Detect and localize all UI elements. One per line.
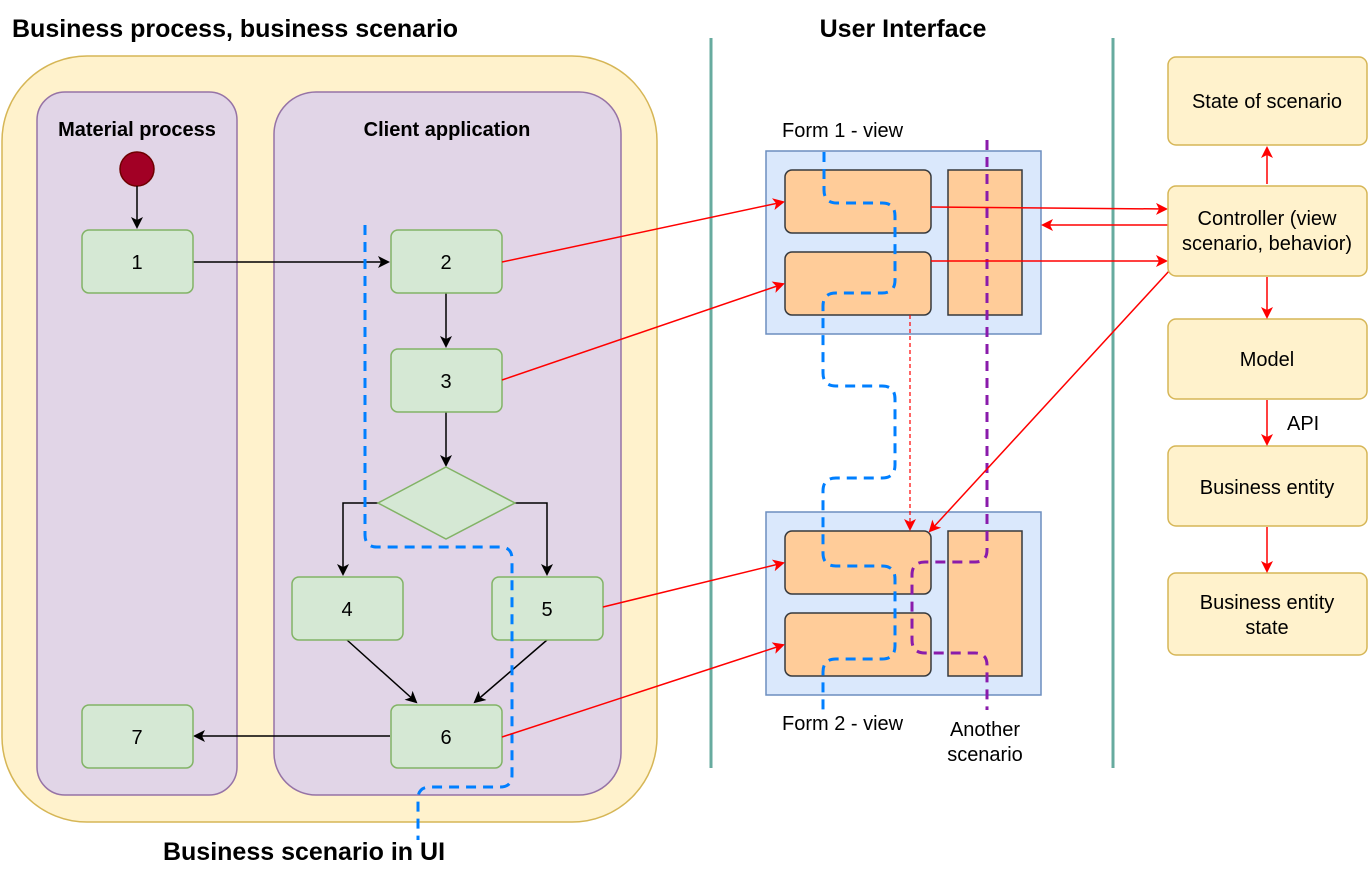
model-label: Model xyxy=(1240,349,1294,371)
process-node-1: 1 xyxy=(81,229,194,294)
ui-mapping-arrows xyxy=(501,198,916,738)
form-2-widget-1 xyxy=(784,530,932,595)
state-of-scenario-label: State of scenario xyxy=(1192,91,1342,113)
business-entity-label: Business entity xyxy=(1200,477,1335,499)
header-user-interface: User Interface xyxy=(820,15,987,43)
process-node-5: 5 xyxy=(491,576,604,641)
header-business-process: Business process, business scenario xyxy=(12,15,458,43)
process-node-2: 2 xyxy=(390,229,503,294)
process-node-4-label: 4 xyxy=(341,599,352,621)
process-node-4: 4 xyxy=(291,576,404,641)
business-entity-state-box: Business entity state xyxy=(1167,572,1368,656)
state-of-scenario-box: State of scenario xyxy=(1167,56,1368,146)
form-2-widget-2 xyxy=(784,612,932,677)
decision-diamond xyxy=(376,466,517,540)
process-node-7: 7 xyxy=(81,704,194,769)
process-node-3: 3 xyxy=(390,348,503,413)
process-node-5-label: 5 xyxy=(541,599,552,621)
another-scenario-label-line1: Another xyxy=(950,719,1020,741)
controller-label-line1: Controller (view xyxy=(1198,208,1337,230)
business-entity-state-label-line2: state xyxy=(1245,617,1288,639)
form-2-label: Form 2 - view xyxy=(782,713,904,735)
controller-label-line2: scenario, behavior) xyxy=(1182,233,1352,255)
process-node-6-label: 6 xyxy=(440,727,451,749)
business-entity-box: Business entity xyxy=(1167,445,1368,527)
form-1-label: Form 1 - view xyxy=(782,120,904,142)
process-node-6: 6 xyxy=(390,704,503,769)
header-business-scenario-ui: Business scenario in UI xyxy=(163,838,445,866)
form-1-widget-2 xyxy=(784,251,932,316)
controller-box: Controller (view scenario, behavior) xyxy=(1167,185,1368,277)
process-node-2-label: 2 xyxy=(440,252,451,274)
form-1-side-panel xyxy=(947,169,1023,316)
api-label: API xyxy=(1287,413,1319,435)
controller-arrows xyxy=(928,202,1171,533)
lane-client-application xyxy=(273,91,622,796)
business-scenario-path xyxy=(363,225,514,840)
another-scenario-path xyxy=(910,140,989,710)
start-node xyxy=(119,151,155,187)
model-box: Model xyxy=(1167,318,1368,400)
business-entity-state-label-line1: Business entity xyxy=(1200,592,1335,614)
lane-client-application-title: Client application xyxy=(364,119,531,141)
form-1-widget-1 xyxy=(784,169,932,234)
lane-material-process-title: Material process xyxy=(58,119,216,141)
process-node-7-label: 7 xyxy=(131,727,142,749)
process-node-3-label: 3 xyxy=(440,371,451,393)
another-scenario-label-line2: scenario xyxy=(947,744,1023,766)
process-node-1-label: 1 xyxy=(131,252,142,274)
ui-scenario-path xyxy=(821,152,897,710)
